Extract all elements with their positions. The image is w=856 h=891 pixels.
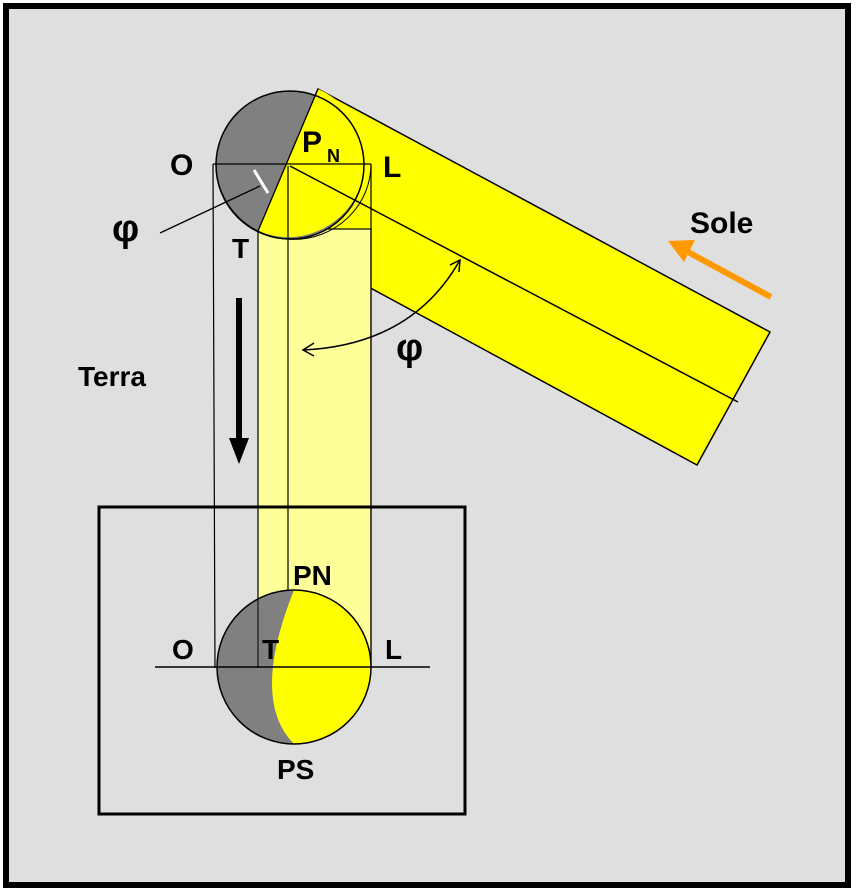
label-top-pn-sub: N xyxy=(327,146,340,166)
label-phi-left: φ xyxy=(112,208,139,250)
label-bottom-ps: PS xyxy=(277,754,314,785)
diagram-background xyxy=(3,3,851,888)
phi-pointer-line xyxy=(159,185,261,234)
angle-arc-arrowhead-left xyxy=(301,342,315,357)
top-lower-arc xyxy=(215,163,372,240)
top-earth-lit xyxy=(258,89,366,238)
label-bottom-pn: PN xyxy=(293,560,332,591)
label-bottom-t: T xyxy=(262,634,279,665)
label-bottom-o: O xyxy=(172,634,194,665)
projection-box xyxy=(97,505,467,816)
beam-center-ray xyxy=(289,165,739,403)
guide-line-o xyxy=(212,163,216,669)
label-sole: Sole xyxy=(690,207,753,240)
white-tick-mark xyxy=(252,169,270,194)
label-top-l: L xyxy=(383,151,401,184)
label-top-pn: P xyxy=(302,126,322,159)
angle-arc-arrowhead-right xyxy=(449,258,461,273)
label-phi-angle: φ xyxy=(396,327,423,369)
label-bottom-l: L xyxy=(385,634,402,665)
label-terra: Terra xyxy=(78,361,146,392)
label-top-o: O xyxy=(170,149,193,182)
angle-arc xyxy=(302,259,461,351)
down-arrow-icon xyxy=(229,298,249,464)
terminator-line-top xyxy=(257,88,319,232)
orange-arrow-icon xyxy=(668,240,773,300)
label-top-t: T xyxy=(232,233,249,264)
